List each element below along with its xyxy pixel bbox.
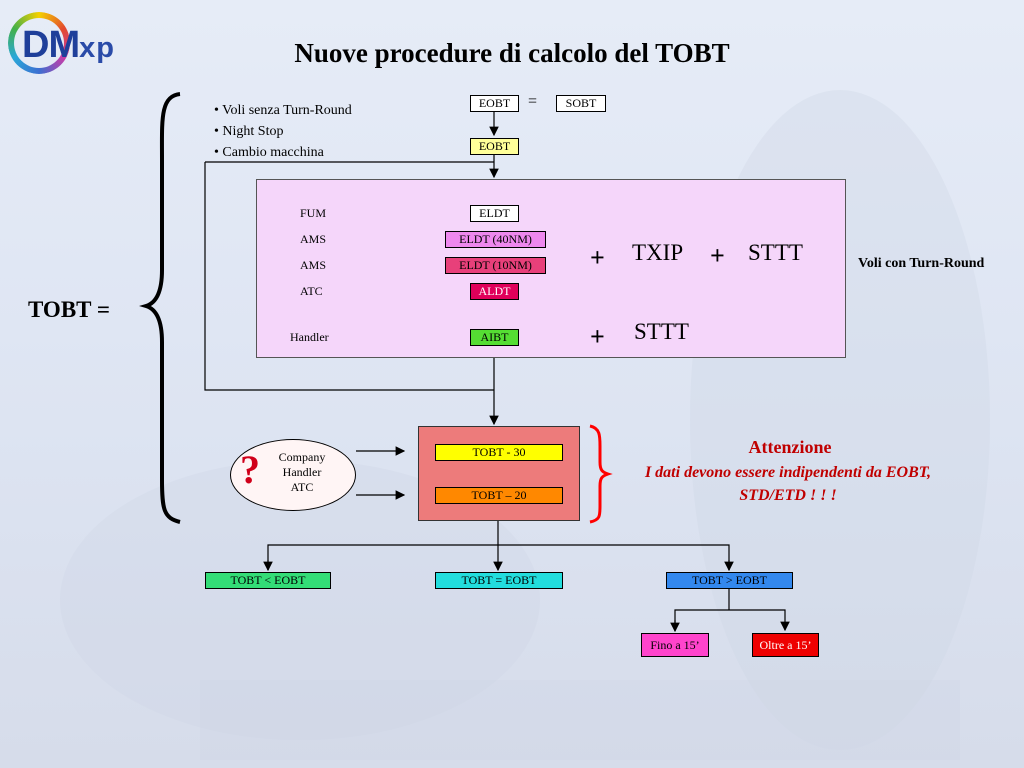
eldt-40nm-box: ELDT (40NM)	[445, 231, 546, 248]
provider-ellipse	[230, 439, 356, 511]
equals-sign: =	[528, 93, 538, 110]
bullet-list: • Voli senza Turn-Round • Night Stop • C…	[214, 100, 352, 163]
logo-ring	[8, 12, 70, 74]
source-ams-2: AMS	[300, 258, 327, 272]
provider-handler: Handler	[282, 465, 322, 479]
eobt-box-top: EOBT	[470, 95, 519, 112]
tobt-30-box: TOBT - 30	[435, 444, 563, 461]
page-title: Nuove procedure di calcolo del TOBT	[294, 38, 730, 68]
outcome-greater: TOBT > EOBT	[666, 572, 793, 589]
provider-company: Company	[278, 450, 326, 464]
question-mark: ?	[240, 447, 260, 492]
voli-turn-round-label: Voli con Turn-Round	[858, 256, 985, 271]
eldt-box: ELDT	[470, 205, 519, 222]
sobt-box: SOBT	[556, 95, 606, 112]
tobt-20-box: TOBT – 20	[435, 487, 563, 504]
turn-round-panel	[256, 179, 846, 358]
bullet-item: • Voli senza Turn-Round	[214, 103, 352, 118]
txip-label: TXIP	[632, 240, 684, 265]
source-atc: ATC	[300, 284, 323, 298]
source-ams-1: AMS	[300, 232, 327, 246]
sttt-label: STTT	[748, 240, 803, 265]
source-handler: Handler	[290, 330, 329, 344]
logo-main: DM	[22, 24, 80, 66]
logo-suffix: xp	[79, 32, 115, 64]
tobt-estimates-panel	[418, 426, 580, 521]
oltre-15-box: Oltre a 15’	[752, 633, 819, 657]
tobt-equals-label: TOBT =	[28, 297, 110, 322]
outcome-equal: TOBT = EOBT	[435, 572, 563, 589]
attention-brace	[589, 424, 613, 524]
plus-sign: +	[710, 241, 725, 270]
plus-sign: +	[590, 322, 605, 351]
bullet-item: • Cambio macchina	[214, 145, 324, 160]
source-fum: FUM	[300, 206, 327, 220]
attention-text: I dati devono essere indipendenti da EOB…	[644, 464, 932, 504]
logo: DMxp	[22, 24, 115, 67]
provider-atc: ATC	[290, 480, 314, 494]
aibt-box: AIBT	[470, 329, 519, 346]
aldt-box: ALDT	[470, 283, 519, 300]
bullet-item: • Night Stop	[214, 124, 284, 139]
eldt-10nm-box: ELDT (10NM)	[445, 257, 546, 274]
fino-15-box: Fino a 15’	[641, 633, 709, 657]
outcome-less: TOBT < EOBT	[205, 572, 331, 589]
provider-list: Company Handler ATC	[274, 450, 330, 495]
tobt-brace	[139, 92, 181, 524]
plus-sign: +	[590, 243, 605, 272]
sttt-label: STTT	[634, 319, 689, 344]
eobt-box-yellow: EOBT	[470, 138, 519, 155]
attention-title: Attenzione	[748, 437, 832, 457]
